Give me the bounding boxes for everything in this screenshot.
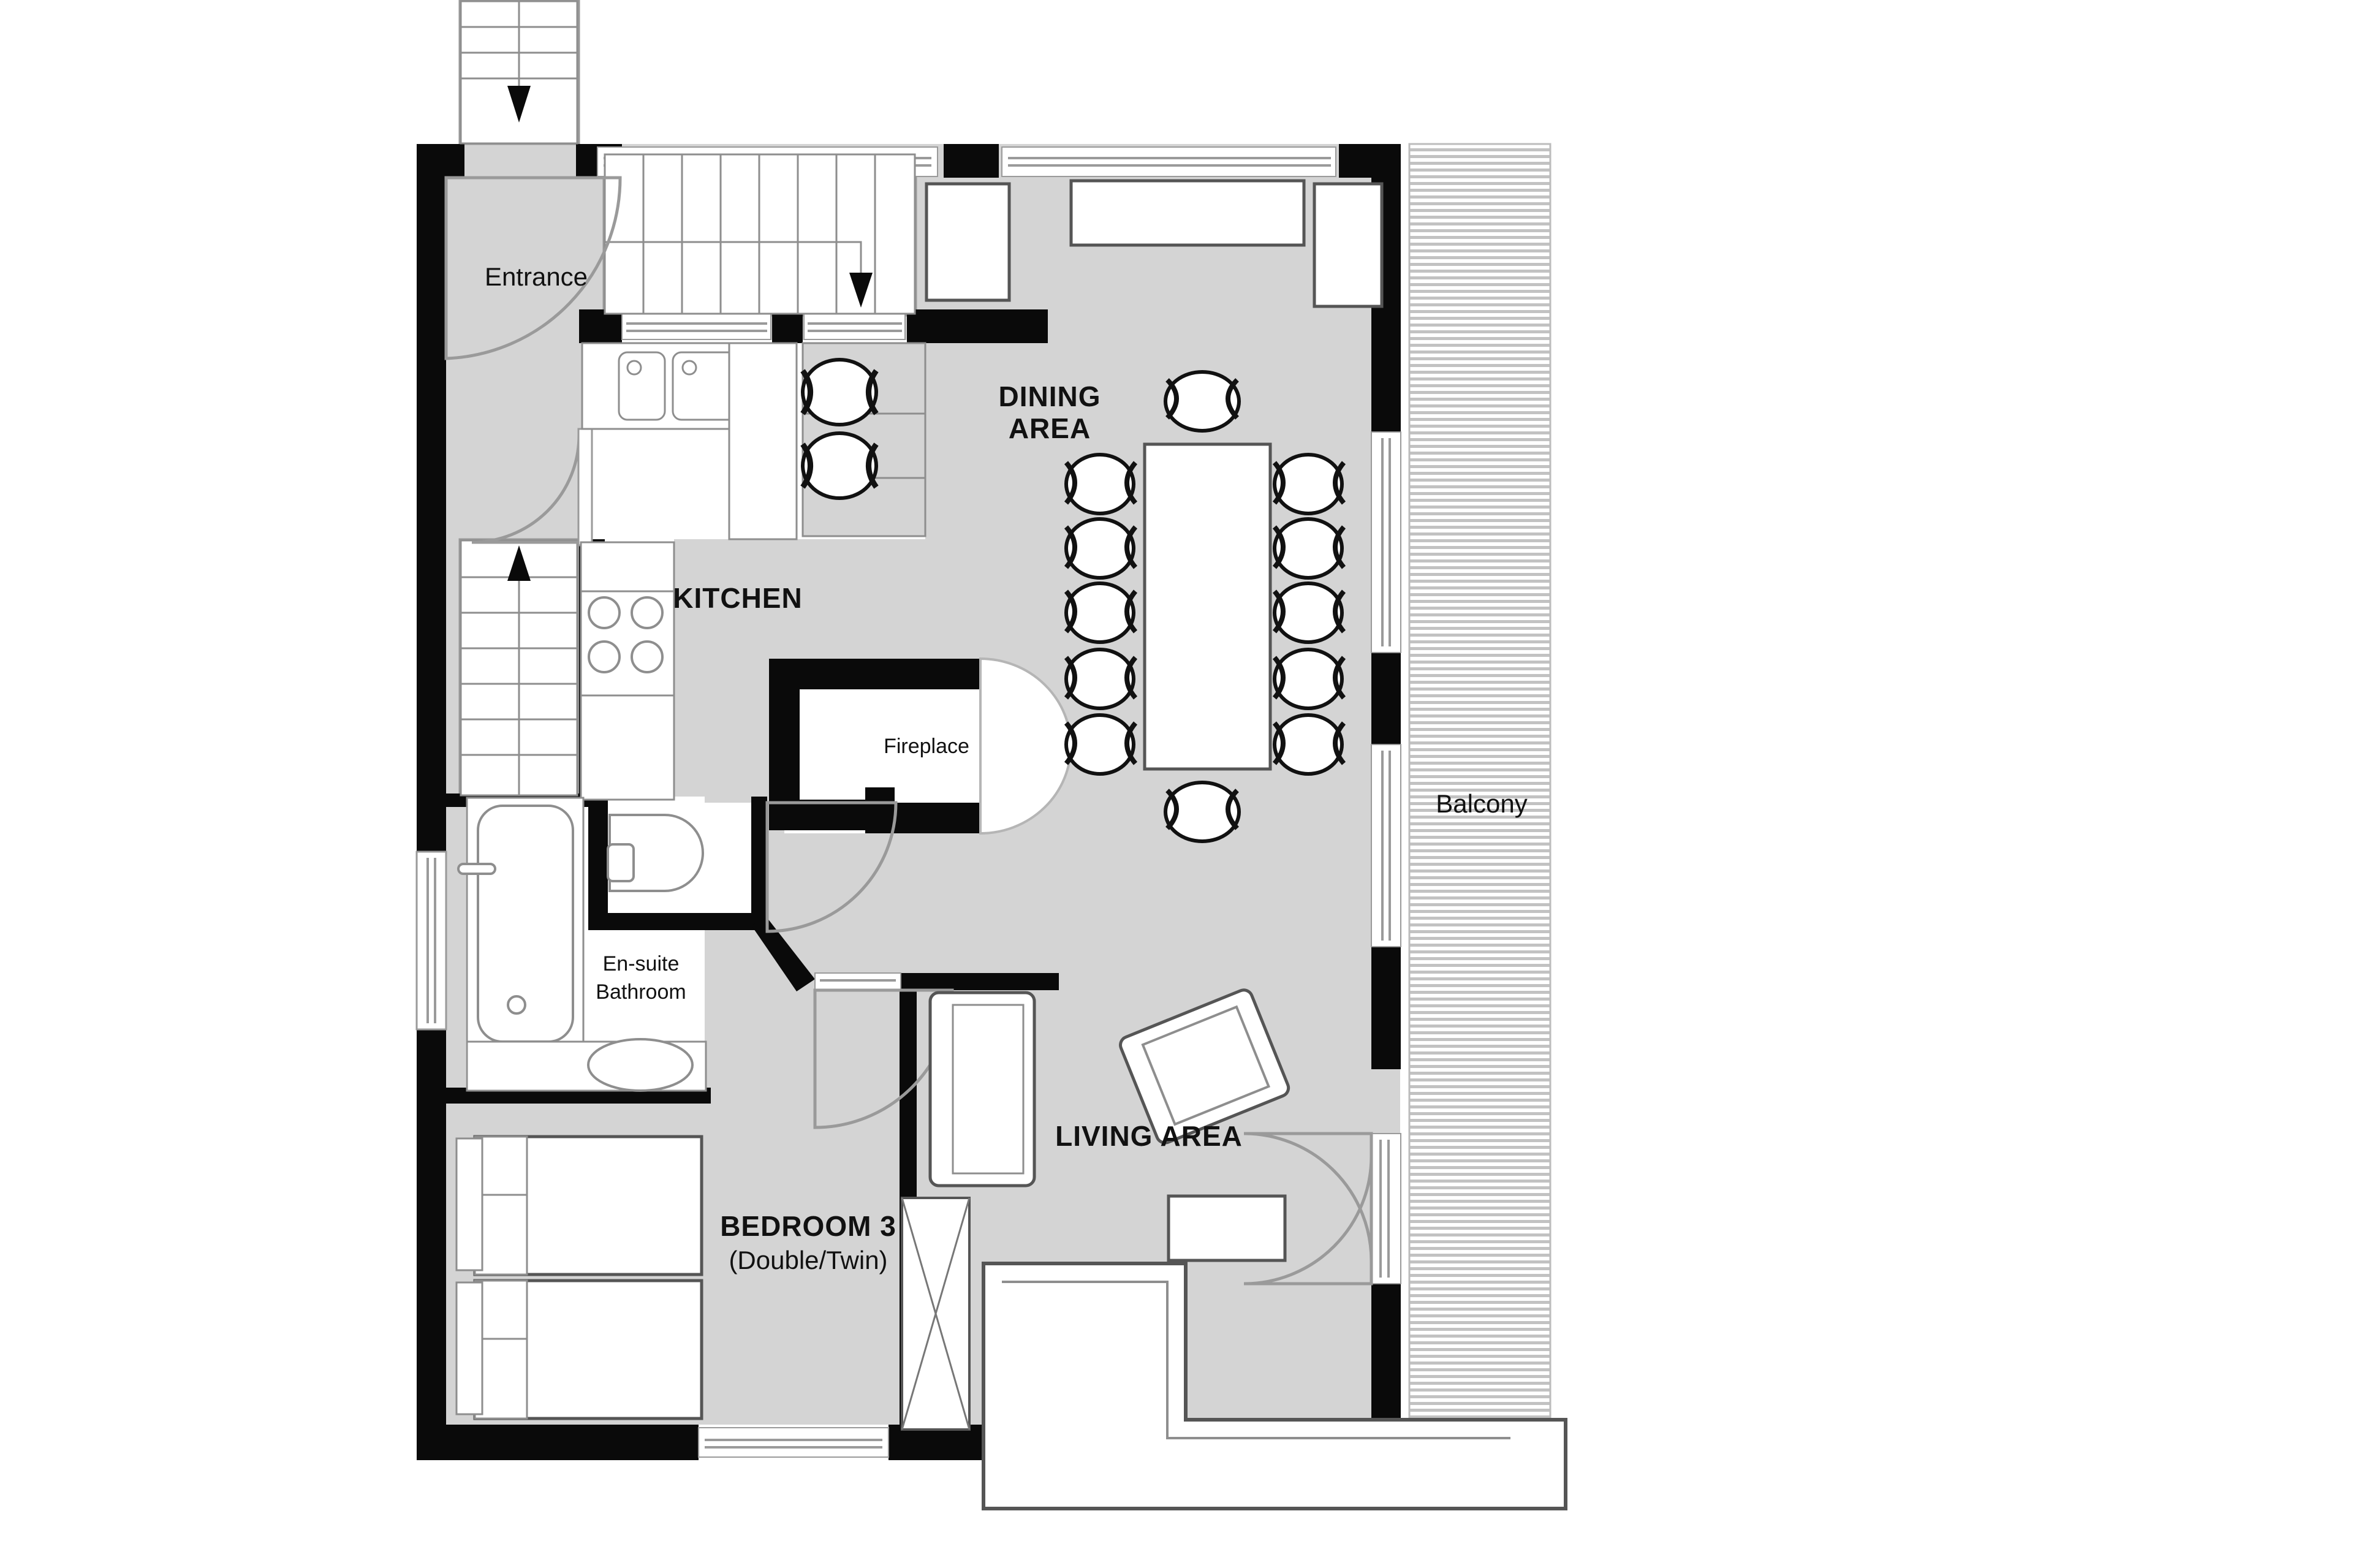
door-entrance — [444, 176, 622, 360]
stair-down-arrow-interior — [849, 273, 873, 308]
toilet-cistern — [607, 843, 635, 882]
dining-chair-right-5 — [1272, 713, 1346, 776]
dining-chair-left-4 — [1064, 648, 1138, 710]
headboard-1 — [455, 1137, 483, 1271]
armchair — [1119, 988, 1290, 1145]
bedroom3-furniture — [455, 1135, 703, 1420]
dining-table — [1143, 442, 1272, 771]
dining-cabinet-left — [925, 182, 1011, 302]
stair-up-arrow-interior — [507, 545, 531, 581]
label-balcony: Balcony — [1436, 789, 1527, 818]
dining-chair-right-2 — [1272, 517, 1346, 580]
sectional-sofa-cushion-line — [1002, 1281, 1510, 1439]
stair-entrance — [460, 0, 578, 145]
stair-interior-upper — [604, 153, 916, 315]
door-wc — [765, 801, 898, 933]
door-kitchen — [471, 428, 593, 547]
dining-chair-left-2 — [1064, 517, 1138, 580]
hob-burner-4 — [631, 640, 664, 673]
living-furniture — [928, 988, 1567, 1510]
hob-burner-2 — [631, 596, 664, 629]
label-living-area: LIVING AREA — [1055, 1120, 1243, 1152]
dining-chair-left-1 — [1064, 453, 1138, 515]
kitchen-counter-return — [728, 342, 798, 540]
pillow-1 — [474, 1135, 528, 1276]
label-bedroom3-line2: (Double/Twin) — [729, 1246, 887, 1274]
dining-chair-head-top — [1164, 370, 1241, 433]
bathroom-fixtures — [457, 797, 707, 1092]
dining-chair-right-1 — [1272, 453, 1346, 515]
label-bedroom3-line1: BEDROOM 3 — [720, 1210, 896, 1242]
sink-bowl-right — [672, 351, 738, 421]
wardrobe-closet — [901, 1197, 971, 1431]
label-entrance: Entrance — [485, 262, 588, 291]
sink-bowl-left — [618, 351, 666, 421]
sectional-sofa — [982, 1262, 1567, 1510]
label-dining-line1: DINING — [999, 381, 1101, 412]
dining-chair-head-bottom — [1164, 781, 1241, 843]
dining-furniture — [925, 179, 1384, 843]
balcony-area — [1408, 143, 1552, 1484]
label-ensuite-line2: Bathroom — [596, 980, 686, 1004]
headboard-2 — [455, 1281, 483, 1415]
kitchen-fixtures — [580, 342, 926, 801]
dining-chair-left-5 — [1064, 713, 1138, 776]
label-dining-line2: AREA — [1009, 412, 1091, 444]
stair-interior-lower — [460, 539, 578, 797]
sink-drain-left — [626, 360, 642, 376]
hob-burner-1 — [588, 596, 621, 629]
dining-chair-left-3 — [1064, 581, 1138, 644]
bath-tap — [457, 863, 496, 875]
bar-stool-1 — [800, 358, 879, 426]
dining-chair-right-3 — [1272, 581, 1346, 644]
dining-chair-right-4 — [1272, 648, 1346, 710]
bath-drain — [507, 995, 526, 1015]
dining-console-table — [1069, 179, 1306, 247]
hob-burner-3 — [588, 640, 621, 673]
wc-fixtures — [607, 814, 704, 892]
dining-cabinet-right — [1313, 182, 1384, 308]
coffee-table — [1167, 1194, 1287, 1262]
sink-drain-right — [681, 360, 697, 376]
label-fireplace: Fireplace — [884, 735, 969, 758]
label-ensuite-line1: En-suite — [603, 952, 680, 975]
stair-down-arrow-entrance — [507, 86, 531, 123]
wash-basin — [587, 1038, 694, 1092]
label-kitchen: KITCHEN — [673, 582, 802, 614]
door-balcony-french — [1243, 1132, 1373, 1286]
side-sofa-cushion — [952, 1004, 1025, 1175]
bar-stool-2 — [800, 431, 879, 500]
